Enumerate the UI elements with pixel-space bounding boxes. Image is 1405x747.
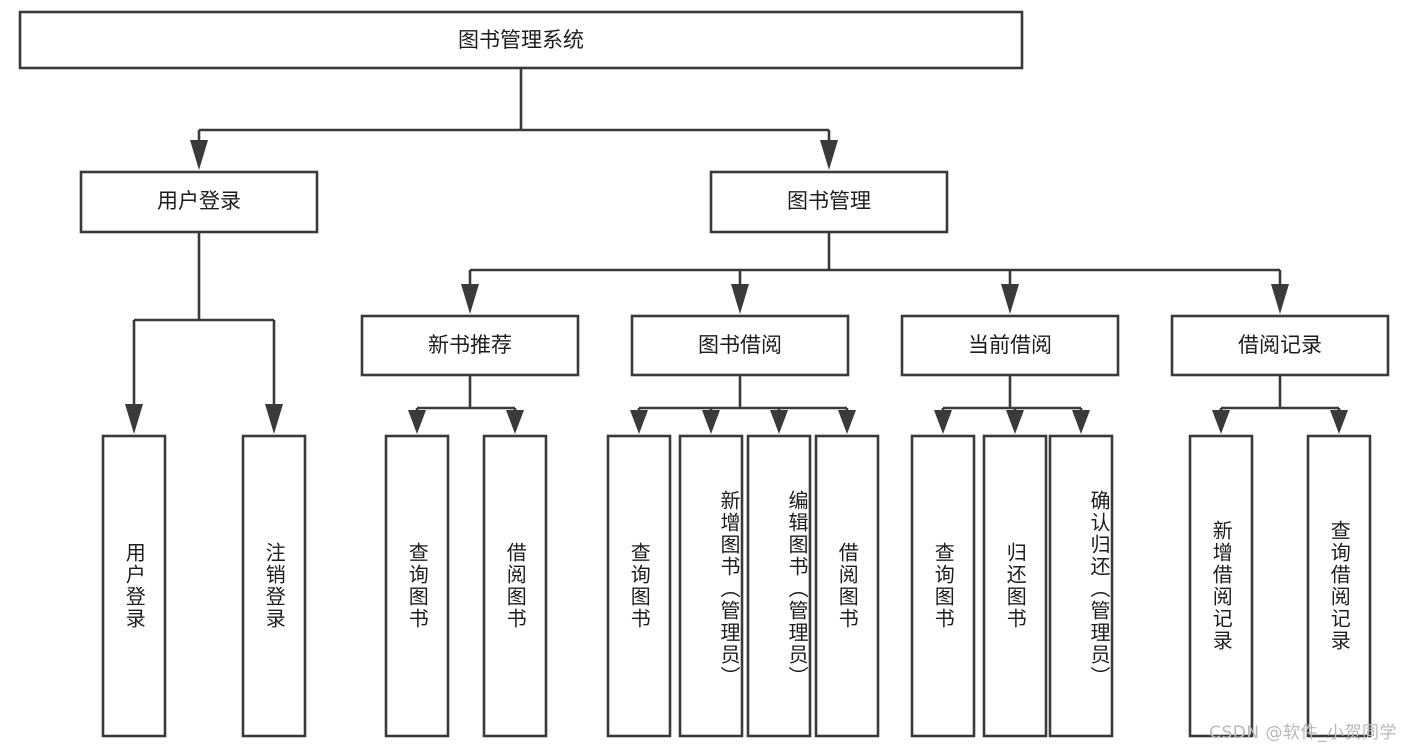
node-new-book-rec[interactable]: 新书推荐 xyxy=(360,314,580,377)
current-borrow-box[interactable] xyxy=(900,314,1120,377)
new-book-rec-box[interactable] xyxy=(360,314,580,377)
current-borrow-connectors xyxy=(934,375,1090,434)
node-current-borrow[interactable]: 当前借阅 xyxy=(900,314,1120,377)
leaf-box-confirm-return[interactable] xyxy=(1048,434,1114,738)
arrow-to-current-borrow xyxy=(1001,284,1019,314)
new-book-rec-connectors xyxy=(408,375,524,434)
arrow-to-book-borrow xyxy=(731,284,749,314)
arrow-bb-leaf-3 xyxy=(770,410,788,434)
root-connectors xyxy=(190,68,838,170)
user-login-label: 用户登录 xyxy=(157,189,241,213)
arrow-br-leaf-1 xyxy=(1212,410,1230,434)
leaf-boxes xyxy=(101,434,1372,738)
book-borrow-label: 图书借阅 xyxy=(698,333,782,357)
leaf-box-query-book-nbr[interactable] xyxy=(384,434,450,738)
arrow-cb-leaf-1 xyxy=(934,410,952,434)
arrow-to-book-manage xyxy=(820,140,838,170)
leaf-box-query-book-cb[interactable] xyxy=(910,434,976,738)
arrow-bb-leaf-1 xyxy=(630,410,648,434)
user-login-connectors xyxy=(125,232,283,434)
arrow-to-new-book-rec xyxy=(461,284,479,314)
node-user-login[interactable]: 用户登录 xyxy=(79,170,319,234)
leaf-box-add-record[interactable] xyxy=(1188,434,1254,738)
leaf-box-return-book[interactable] xyxy=(982,434,1048,738)
root-label: 图书管理系统 xyxy=(458,28,584,52)
arrow-to-leaf-logout xyxy=(265,404,283,434)
leaf-box-query-book-bb[interactable] xyxy=(606,434,672,738)
node-book-manage[interactable]: 图书管理 xyxy=(709,170,949,234)
node-root[interactable]: 图书管理系统 xyxy=(18,10,1024,70)
arrow-bb-leaf-4 xyxy=(838,410,856,434)
leaf-box-query-record[interactable] xyxy=(1306,434,1372,738)
current-borrow-label: 当前借阅 xyxy=(968,333,1052,357)
arrow-cb-leaf-2 xyxy=(1006,410,1024,434)
borrow-record-box[interactable] xyxy=(1170,314,1390,377)
book-manage-box[interactable] xyxy=(709,170,949,234)
arrow-to-user-login xyxy=(190,140,208,170)
leaf-box-user-login[interactable] xyxy=(101,434,167,738)
book-borrow-box[interactable] xyxy=(630,314,850,377)
arrow-cb-leaf-3 xyxy=(1072,410,1090,434)
new-book-rec-label: 新书推荐 xyxy=(428,333,512,357)
leaf-box-add-book-admin[interactable] xyxy=(678,434,744,738)
arrow-to-borrow-record xyxy=(1271,284,1289,314)
borrow-record-label: 借阅记录 xyxy=(1238,333,1322,357)
book-borrow-connectors xyxy=(630,375,856,434)
root-box[interactable] xyxy=(18,10,1024,70)
node-borrow-record[interactable]: 借阅记录 xyxy=(1170,314,1390,377)
leaf-box-edit-book-admin[interactable] xyxy=(746,434,812,738)
csdn-watermark: CSDN @软件_小贺同学 xyxy=(1209,723,1397,743)
arrow-bb-leaf-2 xyxy=(702,410,720,434)
borrow-record-connectors xyxy=(1212,375,1348,434)
arrow-nbr-leaf-2 xyxy=(506,410,524,434)
arrow-to-leaf-user-login xyxy=(125,404,143,434)
leaf-box-borrow-book-bb[interactable] xyxy=(814,434,880,738)
arrow-nbr-leaf-1 xyxy=(408,410,426,434)
leaf-box-borrow-book-nbr[interactable] xyxy=(482,434,548,738)
node-book-borrow[interactable]: 图书借阅 xyxy=(630,314,850,377)
leaf-box-logout[interactable] xyxy=(241,434,307,738)
book-manage-connectors xyxy=(461,232,1289,314)
book-manage-label: 图书管理 xyxy=(787,189,871,213)
arrow-br-leaf-2 xyxy=(1330,410,1348,434)
